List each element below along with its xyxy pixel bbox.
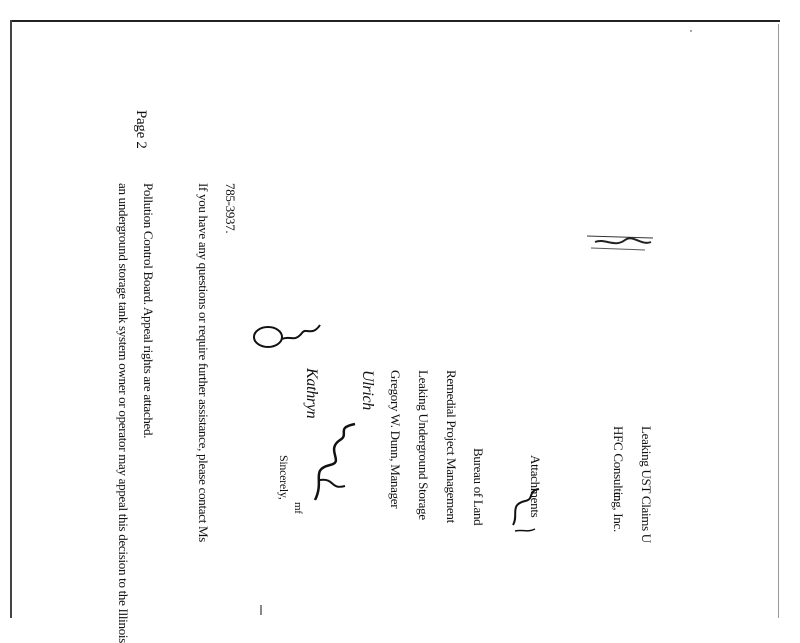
handwritten-name: Kathryn <box>303 368 320 419</box>
closing-sincerely: Sincerely, <box>277 455 291 500</box>
page-border-right <box>778 24 779 618</box>
initial-scrawl <box>512 488 540 532</box>
typist-initials: mf <box>292 502 304 514</box>
page-label: Page 2 <box>133 110 149 149</box>
scan-speck <box>690 30 692 32</box>
signer-name: Gregory W. Dunn, Manager <box>388 370 403 509</box>
page-border-top <box>12 20 780 22</box>
signer-title-2: Remedial Project Management <box>444 370 459 523</box>
signer-title-1: Leaking Underground Storage <box>416 370 431 520</box>
paragraph-1-line-2: Pollution Control Board. Appeal rights a… <box>141 183 156 439</box>
paragraph-2-line-2: 785-3937. <box>223 183 238 234</box>
paragraph-1-line-1: an underground storage tank system owner… <box>116 183 131 643</box>
signature-scribble <box>313 422 356 501</box>
scan-artifact-mark <box>586 235 654 251</box>
handwritten-loop-mark <box>253 324 321 348</box>
scan-speck <box>260 605 262 615</box>
cc-recipient-2: Leaking UST Claims U <box>639 426 654 543</box>
page-border-left <box>10 20 12 618</box>
attachments-label: Attachments <box>528 455 543 518</box>
handwritten-sign: Ulrich <box>359 370 376 410</box>
paragraph-2-line-1: If you have any questions or require fur… <box>196 183 211 543</box>
cc-recipient-1: HFC Consulting, Inc. <box>611 426 626 532</box>
signer-title-3: Bureau of Land <box>471 448 486 526</box>
